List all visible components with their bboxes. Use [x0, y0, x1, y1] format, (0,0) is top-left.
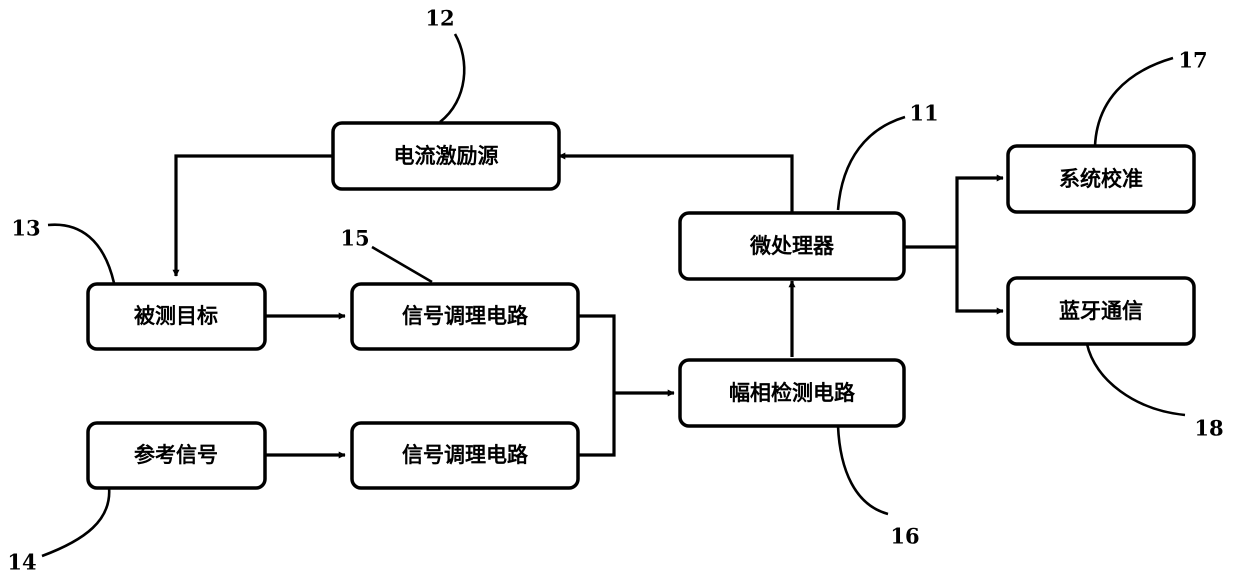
conditioning-bottom-label: 信号调理电路	[402, 443, 529, 467]
current-source-label: 电流激励源	[394, 144, 499, 168]
ref-16: 16	[890, 524, 919, 549]
block-bluetooth: 蓝牙通信	[1008, 278, 1194, 344]
wire-micro-to-source	[559, 156, 792, 213]
measured-target-label: 被测目标	[134, 304, 218, 328]
ref-15: 15	[340, 226, 369, 251]
block-amp-phase-detect: 幅相检测电路	[680, 360, 904, 426]
conditioning-top-label: 信号调理电路	[402, 304, 529, 328]
block-calibration: 系统校准	[1008, 146, 1194, 212]
leader-12	[440, 34, 464, 122]
leader-14	[42, 487, 109, 556]
wire-branch-to-bluetooth	[957, 247, 1003, 311]
amp-phase-detect-label: 幅相检测电路	[729, 381, 856, 405]
leader-11	[838, 117, 905, 210]
wire-conditioning-top-merge	[578, 316, 614, 393]
leader-17	[1095, 58, 1173, 146]
wire-source-to-target	[176, 156, 333, 276]
ref-17: 17	[1178, 48, 1207, 73]
leader-16	[838, 426, 888, 514]
calibration-label: 系统校准	[1059, 167, 1143, 191]
reference-signal-label: 参考信号	[134, 443, 218, 467]
ref-12: 12	[425, 6, 454, 31]
block-conditioning-top: 信号调理电路	[352, 284, 578, 349]
block-microprocessor: 微处理器	[680, 213, 904, 279]
bluetooth-label: 蓝牙通信	[1059, 299, 1143, 323]
ref-13: 13	[11, 216, 40, 241]
leader-18	[1087, 344, 1185, 415]
leader-13	[48, 225, 114, 283]
wire-branch-to-calibration	[957, 178, 1003, 247]
ref-14: 14	[7, 550, 36, 575]
wire-conditioning-bottom-merge	[578, 393, 614, 455]
block-conditioning-bottom: 信号调理电路	[352, 423, 578, 488]
microprocessor-label: 微处理器	[749, 234, 835, 258]
ref-18: 18	[1194, 416, 1223, 441]
block-reference-signal: 参考信号	[88, 423, 265, 488]
block-current-source: 电流激励源	[333, 123, 559, 189]
ref-11: 11	[909, 101, 938, 126]
leader-15	[372, 247, 432, 282]
block-measured-target: 被测目标	[88, 284, 265, 349]
